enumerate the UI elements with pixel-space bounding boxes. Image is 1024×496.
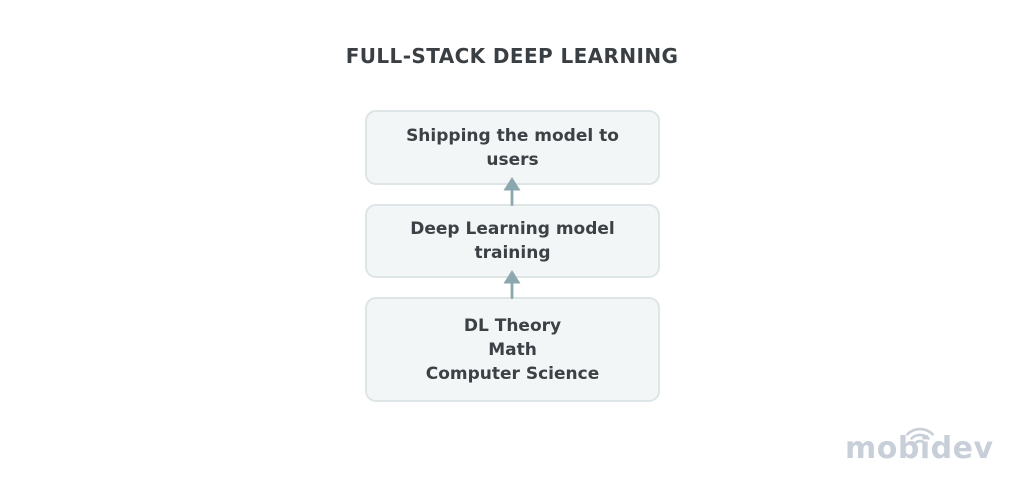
- box-foundations-line-1: DL Theory: [463, 315, 562, 336]
- up-arrow-icon: [503, 177, 521, 206]
- mobidev-logo: mobidev: [845, 422, 995, 470]
- box-foundations-line-3: Computer Science: [425, 363, 600, 384]
- diagram-box-training: Deep Learning model training: [365, 204, 660, 278]
- box-shipping-line-2: users: [486, 149, 539, 170]
- diagram-box-foundations: DL Theory Math Computer Science: [365, 297, 660, 402]
- diagram-box-shipping: Shipping the model to users: [365, 110, 660, 185]
- box-shipping-line-1: Shipping the model to: [406, 125, 619, 146]
- box-training-line-1: Deep Learning model: [410, 219, 615, 239]
- mobidev-logo-text: mobidev: [845, 431, 994, 466]
- box-training-line-2: training: [474, 243, 551, 263]
- up-arrow-icon: [503, 270, 521, 299]
- page-title: FULL-STACK DEEP LEARNING: [345, 44, 679, 68]
- box-foundations-line-2: Math: [488, 339, 537, 360]
- signal-arcs-icon: [906, 427, 934, 445]
